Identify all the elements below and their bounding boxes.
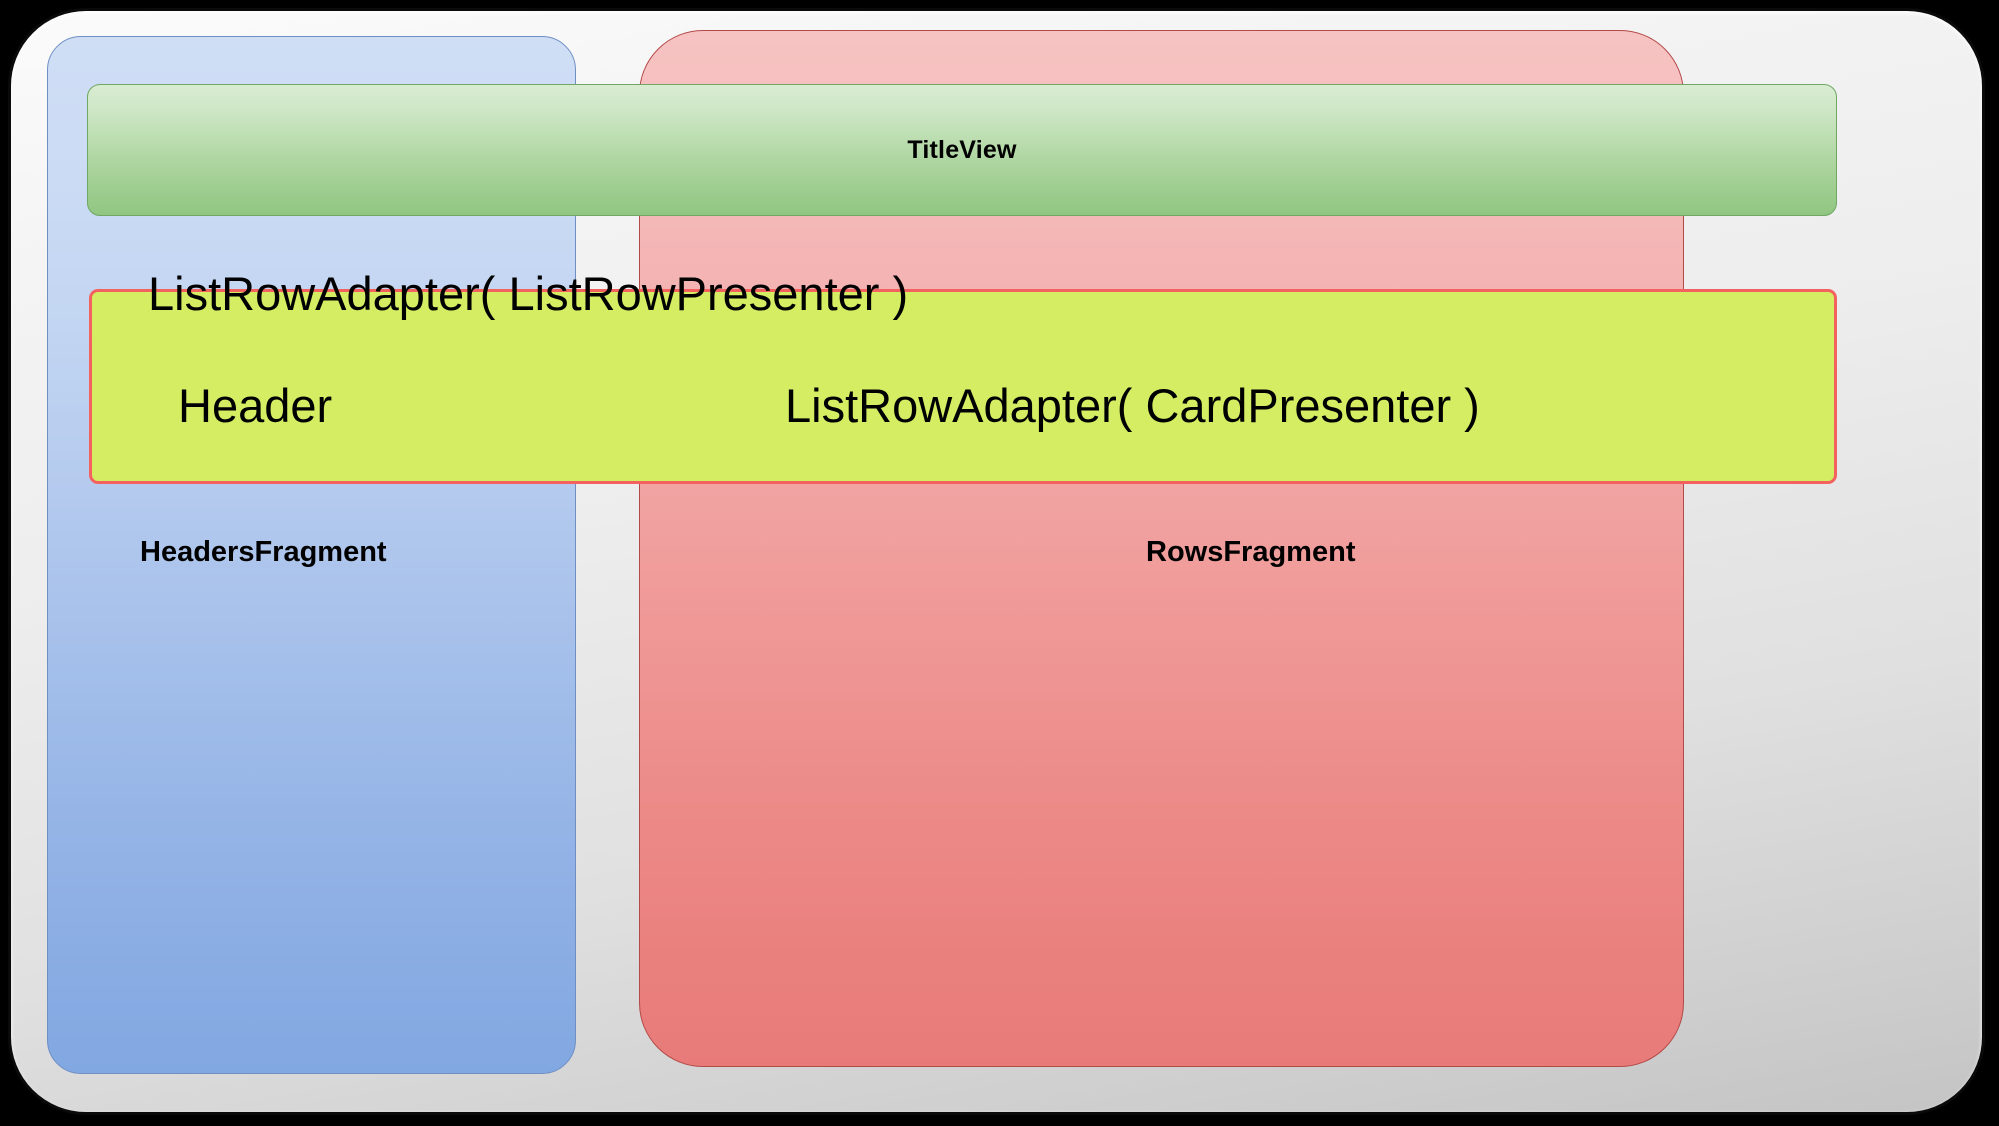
list-row-adapter-card-presenter-label: ListRowAdapter( CardPresenter ) [785,379,1480,432]
title-view-label: TitleView [907,135,1017,164]
list-row-band[interactable] [89,289,1837,484]
rows-fragment-label: RowsFragment [1146,536,1356,568]
header-label: Header [178,379,333,432]
title-view-bar[interactable]: TitleView [87,84,1837,216]
list-row-adapter-presenter-label: ListRowAdapter( ListRowPresenter ) [148,267,909,320]
headers-fragment-label: HeadersFragment [140,536,387,568]
